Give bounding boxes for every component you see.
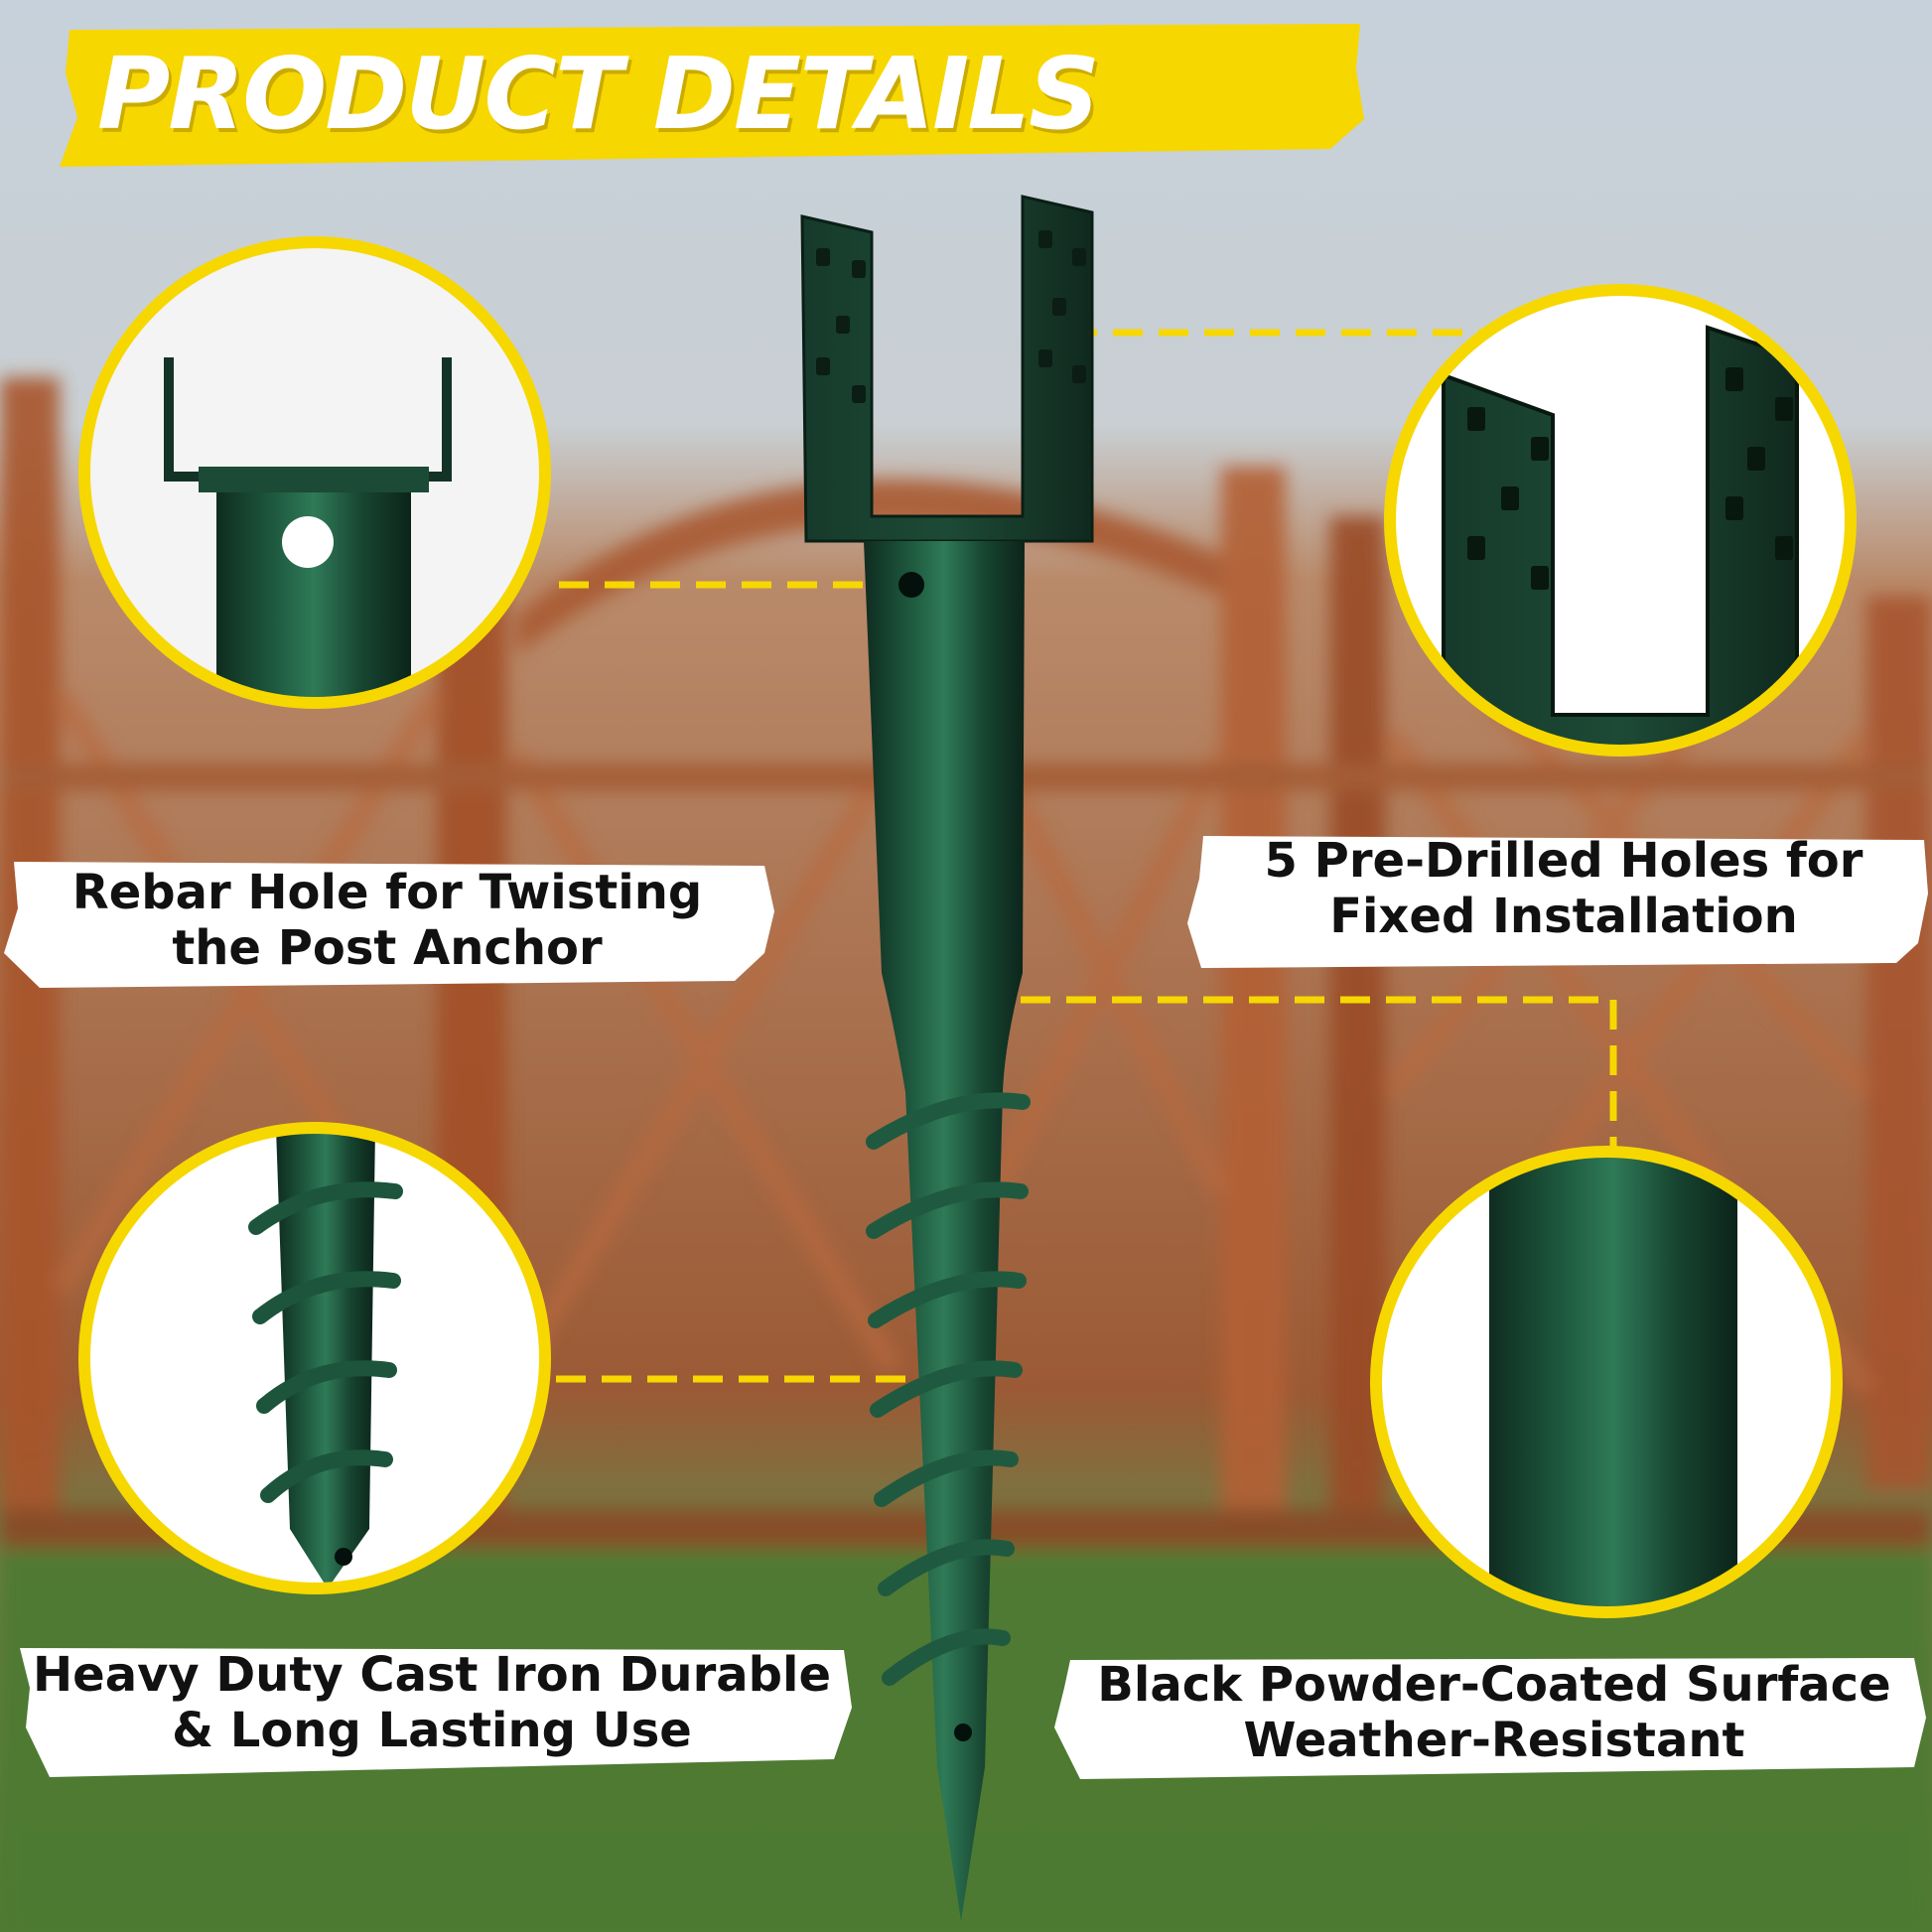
title-banner bbox=[60, 24, 1364, 167]
callout-rebar-hole: Rebar Hole for Twisting the Post Anchor bbox=[30, 865, 745, 976]
leader-lines bbox=[556, 329, 1617, 1383]
pre-drilled-holes-zoom bbox=[1384, 284, 1857, 757]
callout-heavy-duty-line2: & Long Lasting Use bbox=[172, 1702, 692, 1758]
callout-powder-coated-line1: Black Powder-Coated Surface bbox=[1097, 1657, 1891, 1713]
callout-heavy-duty: Heavy Duty Cast Iron Durable & Long Last… bbox=[20, 1647, 844, 1758]
callout-pre-drilled-holes: 5 Pre-Drilled Holes for Fixed Installati… bbox=[1201, 833, 1926, 944]
callout-powder-coated-line2: Weather-Resistant bbox=[1243, 1712, 1745, 1768]
callout-pre-drilled-holes-line2: Fixed Installation bbox=[1329, 888, 1798, 944]
coated-surface-zoom bbox=[1370, 1146, 1843, 1618]
callout-pre-drilled-holes-line1: 5 Pre-Drilled Holes for bbox=[1264, 833, 1863, 889]
screw-thread-zoom bbox=[78, 1122, 551, 1594]
callout-backgrounds bbox=[4, 836, 1928, 1779]
rebar-hole-zoom bbox=[78, 236, 551, 709]
post-anchor-image bbox=[800, 195, 1094, 1921]
callout-heavy-duty-line1: Heavy Duty Cast Iron Durable bbox=[32, 1647, 832, 1703]
callout-rebar-hole-line2: the Post Anchor bbox=[172, 919, 603, 976]
callout-powder-coated: Black Powder-Coated Surface Weather-Resi… bbox=[1062, 1657, 1926, 1768]
callout-rebar-hole-line1: Rebar Hole for Twisting bbox=[71, 865, 703, 920]
page-title: PRODUCT DETAILS bbox=[97, 36, 1100, 152]
